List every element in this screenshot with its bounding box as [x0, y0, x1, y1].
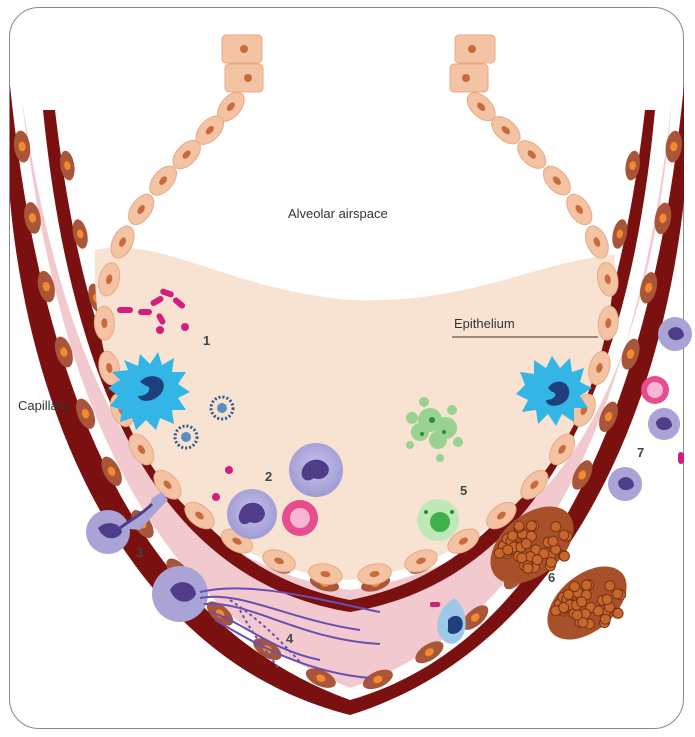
airway-cells-left: [222, 35, 263, 92]
marker-2: 2: [265, 469, 272, 484]
airway-cells-right: [450, 35, 495, 92]
capillary-label: Capillary: [18, 398, 69, 413]
marker-7: 7: [637, 445, 644, 460]
airspace-label: Alveolar airspace: [288, 206, 388, 221]
neutrophil-capillary-2: [648, 408, 680, 440]
neutrophil-capillary-3: [608, 467, 642, 501]
marker-5: 5: [460, 483, 467, 498]
neutrophil-2: [227, 489, 277, 539]
epithelial-cell: [123, 190, 159, 229]
epithelium-label: Epithelium: [454, 316, 515, 331]
marker-6: 6: [548, 570, 555, 585]
bacterium-capillary: [678, 452, 684, 464]
marker-3: 3: [136, 545, 143, 560]
neutrophil-1: [289, 443, 343, 497]
marker-1: 1: [203, 333, 210, 348]
red-blood-cell-alveolar: [282, 500, 318, 536]
epithelial-cell: [94, 306, 115, 341]
marker-4: 4: [286, 631, 294, 646]
red-blood-cell-capillary: [641, 376, 669, 404]
neutrophil-capillary-1: [658, 317, 692, 351]
green-cell: [417, 499, 459, 541]
epithelial-cell: [561, 190, 597, 229]
